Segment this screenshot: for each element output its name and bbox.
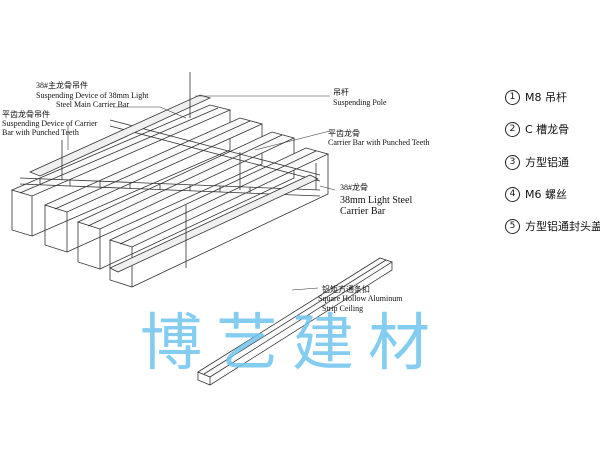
main-carrier-bar [28,94,319,273]
carrier-label-en: Carrier Bar with Punched Teeth [328,138,430,147]
strip-label-cn: 铝矩方通条扣 [322,285,370,294]
legend-number: 1 [505,89,520,105]
legend-text: M6 螺丝 [525,188,567,201]
legend-text: C 槽龙骨 [525,123,570,136]
suspending-poles [61,72,317,268]
carrier-bar-back [109,119,321,182]
main-bar-label-cn: 38#龙骨 [340,183,368,192]
legend-number: 4 [505,186,520,202]
aluminum-strip-4 [108,147,330,288]
main-hanger-label-cn: 38#主龙骨吊件 [36,81,88,90]
legend-item-4: 4 M6 螺丝 [505,185,567,203]
main-hanger-label-en2: Steel Main Carrier Bar [56,100,130,109]
legend-number: 5 [505,218,520,234]
legend-item-5: 5 方型铝通封头盖 [505,217,600,235]
main-hanger-label-en: Suspending Device of 38mm Light [36,91,149,100]
brand-watermark: 博艺建材 [140,306,445,379]
carrier-hanger-label-en: Suspending Device of Carrier [2,119,98,128]
legend-text: 方型铝通封头盖 [525,220,600,233]
carrier-label-cn: 平齿龙骨 [328,129,360,138]
legend-item-1: 1 M8 吊杆 [505,88,567,106]
carrier-hanger-label-en2: Bar with Punched Teeth [2,128,79,137]
pole-label-en: Suspending Pole [333,98,387,107]
pole-label-cn: 吊杆 [333,88,349,97]
legend-number: 2 [505,121,520,137]
legend-text: 方型铝通 [525,156,569,169]
strip-label-en2: Strip Ceiling [322,304,364,313]
main-bar-label-en: 38mm Light Steel [340,195,413,206]
legend-text: M8 吊杆 [525,91,567,104]
legend-item-3: 3 方型铝通 [505,153,569,171]
strip-ceiling-piece [197,257,393,386]
legend-item-2: 2 C 槽龙骨 [505,120,569,138]
main-bar-label-en2: Carrier Bar [340,206,386,217]
callout-leaders [67,95,336,291]
legend-number: 3 [505,154,520,170]
strip-label-en: Square Hollow Aluminum [318,294,403,303]
carrier-hanger-label-cn: 平齿龙骨吊件 [2,110,50,119]
